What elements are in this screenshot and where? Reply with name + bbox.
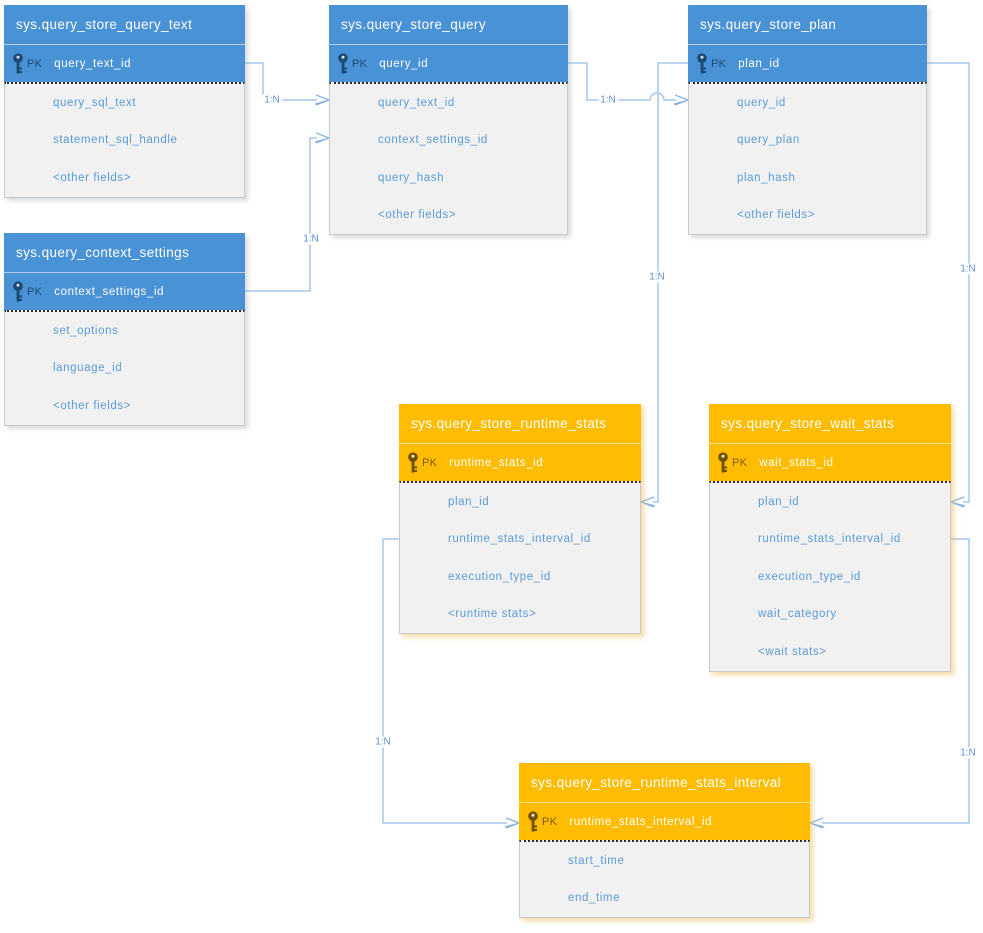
field-row: end_time [568,892,621,905]
table-title: sys.query_store_plan [688,5,927,44]
cardinality-label: 1:N [373,736,393,748]
pk-field-name: query_id [379,57,429,70]
key-icon [406,451,420,474]
field-row: <other fields> [378,209,457,222]
entity-query-context-settings[interactable]: sys.query_context_settings PK context_se… [4,233,245,426]
pk-field-name: query_text_id [54,57,132,70]
key-icon [695,52,709,75]
key-icon [11,52,25,75]
primary-key-row: PK plan_id [688,44,927,82]
connector-waitstats-interval [822,538,970,824]
field-list: query_id query_plan plan_hash <other fie… [688,82,927,235]
key-icon [336,52,350,75]
field-row: plan_id [448,495,490,508]
field-row: runtime_stats_interval_id [758,533,901,546]
field-row: query_id [737,96,786,109]
connector-plan-waitstats [927,62,970,503]
connector-query-plan [568,62,676,101]
field-row: query_sql_text [53,96,137,109]
cardinality-label: 1:N [958,747,978,759]
field-row: execution_type_id [758,570,861,583]
table-title: sys.query_store_query [329,5,568,44]
table-title: sys.query_store_runtime_stats_interval [519,763,810,802]
field-row: set_options [53,324,119,337]
primary-key-row: PK query_id [329,44,568,82]
entity-query-store-runtime-stats[interactable]: sys.query_store_runtime_stats PK runtime… [399,404,641,634]
pk-label: PK [542,815,558,828]
pk-field-name: plan_id [738,57,780,70]
cardinality-label: 1:N [647,271,667,283]
pk-label: PK [27,285,43,298]
field-row: query_text_id [378,96,455,109]
field-row: <other fields> [53,399,132,412]
field-row: query_plan [737,134,800,147]
field-list: plan_id runtime_stats_interval_id execut… [399,481,641,634]
field-row: plan_hash [737,171,796,184]
field-row: start_time [568,854,625,867]
field-row: <wait stats> [758,645,827,658]
field-row: wait_category [758,608,837,621]
key-icon [526,810,540,833]
table-title: sys.query_store_runtime_stats [399,404,641,443]
primary-key-row: PK wait_stats_id [709,443,951,481]
cardinality-label: 1:N [262,94,282,106]
key-icon [716,451,730,474]
connector-contextsettings-query [245,137,317,292]
field-list: query_sql_text statement_sql_handle <oth… [4,82,245,198]
connector-plan-runtimestats [653,62,688,503]
primary-key-row: PK runtime_stats_id [399,443,641,481]
primary-key-row: PK runtime_stats_interval_id [519,802,810,840]
primary-key-row: PK query_text_id [4,44,245,82]
pk-field-name: runtime_stats_id [449,456,544,469]
cardinality-label: 1:N [301,233,321,245]
pk-field-name: wait_stats_id [759,456,834,469]
pk-label: PK [422,456,438,469]
pk-field-name: context_settings_id [54,285,165,298]
pk-label: PK [732,456,748,469]
field-row: <other fields> [737,209,816,222]
cardinality-label: 1:N [598,94,618,106]
primary-key-row: PK context_settings_id [4,272,245,310]
field-row: <runtime stats> [448,608,537,621]
entity-query-store-wait-stats[interactable]: sys.query_store_wait_stats PK wait_stats… [709,404,951,672]
pk-label: PK [711,57,727,70]
entity-query-store-plan[interactable]: sys.query_store_plan PK plan_id query_id… [688,5,927,235]
table-title: sys.query_store_query_text [4,5,245,44]
field-row: execution_type_id [448,570,551,583]
pk-label: PK [27,57,43,70]
field-list: set_options language_id <other fields> [4,310,245,426]
field-row: context_settings_id [378,134,488,147]
field-row: statement_sql_handle [53,134,178,147]
entity-query-store-runtime-stats-interval[interactable]: sys.query_store_runtime_stats_interval P… [519,763,810,918]
pk-label: PK [352,57,368,70]
field-row: language_id [53,362,123,375]
field-row: query_hash [378,171,445,184]
table-title: sys.query_store_wait_stats [709,404,951,443]
connector-querytext-query [245,62,317,101]
entity-query-store-query-text[interactable]: sys.query_store_query_text PK query_text… [4,5,245,198]
field-list: query_text_id context_settings_id query_… [329,82,568,235]
field-row: runtime_stats_interval_id [448,533,591,546]
pk-field-name: runtime_stats_interval_id [569,815,713,828]
cardinality-label: 1:N [958,263,978,275]
field-list: start_time end_time [519,840,810,918]
table-title: sys.query_context_settings [4,233,245,272]
field-row: plan_id [758,495,800,508]
key-icon [11,280,25,303]
field-list: plan_id runtime_stats_interval_id execut… [709,481,951,672]
entity-query-store-query[interactable]: sys.query_store_query PK query_id query_… [329,5,568,235]
field-row: <other fields> [53,171,132,184]
connector-runtimestats-interval [382,538,507,824]
